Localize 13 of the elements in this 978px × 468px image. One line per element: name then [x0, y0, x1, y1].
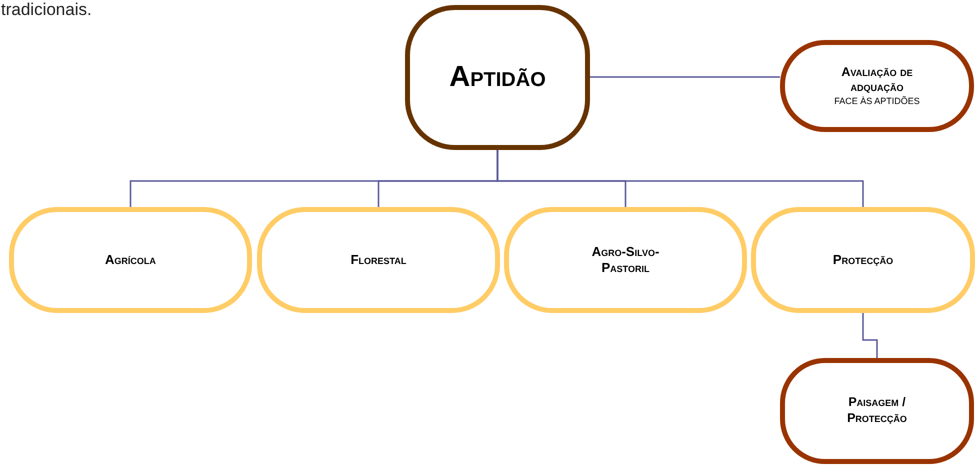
node-title: Agro-Silvo-Pastoril [590, 244, 660, 276]
node-title: Agrícola [105, 252, 156, 268]
connector-line [496, 150, 864, 207]
root-node [405, 5, 590, 150]
text-fragment: tradicionais. [1, 0, 92, 21]
node-title: Avaliação de adquação [840, 64, 914, 96]
node-title: Protecção [832, 252, 894, 268]
node-title: Aptidão [449, 60, 546, 96]
node-subtitle: FACE ÀS APTIDÕES [834, 96, 920, 108]
connector-line [590, 76, 780, 78]
connector-line [862, 313, 878, 358]
node-title: Paisagem / Protecção [846, 395, 908, 427]
node-title: Florestal [350, 252, 406, 268]
